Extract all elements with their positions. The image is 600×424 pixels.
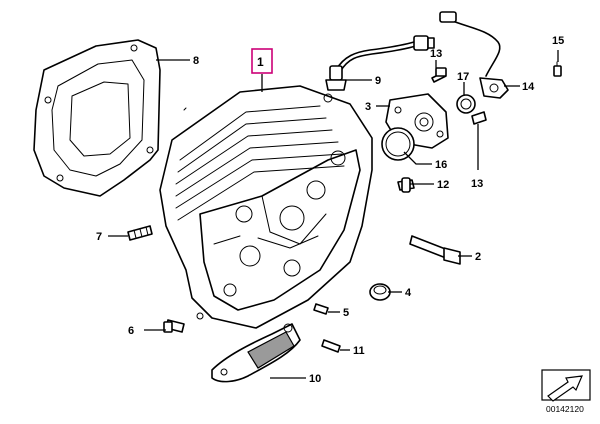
callout-2: 2 xyxy=(475,251,481,263)
bolt-part-15 xyxy=(553,61,562,77)
callout-15: 15 xyxy=(552,35,564,47)
callout-4: 4 xyxy=(405,287,412,299)
callout-7: 7 xyxy=(96,231,102,243)
sensor-part-9 xyxy=(325,35,435,91)
bolt-part-13-lower xyxy=(471,111,487,125)
bolt-part-13-upper xyxy=(431,67,447,83)
callout-1: 1 xyxy=(257,55,264,69)
callout-13-lower: 13 xyxy=(471,178,483,190)
stud-part-7 xyxy=(127,225,153,241)
callout-12: 12 xyxy=(437,179,449,191)
cap-part-4 xyxy=(369,283,391,301)
sensor-part-14 xyxy=(439,11,509,99)
callout-17: 17 xyxy=(457,71,469,83)
o-ring-part-16 xyxy=(381,127,415,161)
bolt-part-6 xyxy=(163,319,185,333)
callout-16: 16 xyxy=(435,159,447,171)
gasket-part-8 xyxy=(33,39,161,197)
callout-13-upper: 13 xyxy=(430,48,442,60)
o-ring-part-17 xyxy=(456,94,476,114)
callout-3: 3 xyxy=(365,101,371,113)
callout-5: 5 xyxy=(343,307,349,319)
cylinder-head-cover-part-1 xyxy=(159,85,373,329)
orientation-arrow-icon xyxy=(541,369,591,402)
callout-9: 9 xyxy=(375,75,381,87)
callout-14: 14 xyxy=(522,81,535,93)
callout-8: 8 xyxy=(193,55,199,67)
callout-10: 10 xyxy=(309,373,321,385)
diagram-id: 00142120 xyxy=(546,404,584,414)
bolt-part-2 xyxy=(409,235,461,265)
highlight-box xyxy=(251,48,273,74)
callout-11: 11 xyxy=(353,345,365,357)
leader-lines xyxy=(108,50,559,379)
callout-6: 6 xyxy=(128,325,134,337)
bolt-part-11 xyxy=(321,339,341,353)
cover-plate-part-10 xyxy=(211,323,301,383)
bolt-part-5 xyxy=(313,303,329,315)
bolt-part-12 xyxy=(397,177,415,193)
